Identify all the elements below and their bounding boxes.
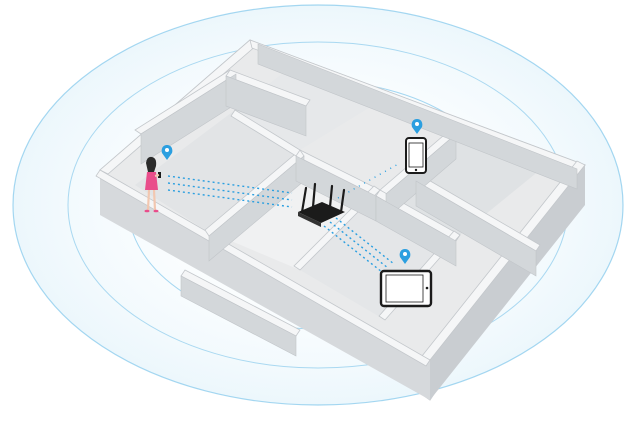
wall-side-7 bbox=[415, 180, 537, 277]
person-leg-left bbox=[146, 189, 151, 211]
person-leg-right bbox=[152, 189, 157, 211]
person-shoe-left bbox=[144, 209, 150, 213]
outer-wall-front-left bbox=[100, 170, 430, 400]
smartphone-button bbox=[414, 168, 418, 172]
person-icon bbox=[144, 156, 161, 213]
router-icon bbox=[298, 182, 346, 227]
smartphone-icon bbox=[405, 137, 427, 174]
outer-wall-front-right bbox=[430, 165, 585, 400]
tablet-icon bbox=[379, 269, 433, 308]
person-arm bbox=[154, 174, 160, 177]
location-pin-icon bbox=[161, 145, 173, 160]
wall-side-2 bbox=[225, 75, 307, 137]
wall-tops bbox=[95, 39, 587, 367]
signal-beam-person bbox=[167, 175, 293, 208]
wall-side-8 bbox=[180, 275, 297, 357]
wall-top-outer-front-left bbox=[95, 169, 431, 367]
tablet-screen bbox=[385, 274, 424, 303]
wall-side-6 bbox=[375, 195, 457, 267]
location-pin-icon bbox=[411, 119, 423, 134]
person-phone bbox=[158, 172, 161, 178]
router-antenna-1 bbox=[300, 186, 308, 214]
person-hair bbox=[146, 156, 157, 172]
router-front bbox=[298, 212, 321, 227]
signal-beams bbox=[167, 162, 401, 273]
router-antenna-2 bbox=[311, 182, 317, 209]
router-antenna-3 bbox=[328, 184, 334, 209]
person-shoe-right bbox=[153, 209, 159, 213]
signal-beam-tablet bbox=[323, 217, 395, 273]
location-pin-icon bbox=[399, 249, 411, 264]
room-floor-left bbox=[135, 110, 300, 230]
smartphone-screen bbox=[408, 142, 424, 168]
router-body bbox=[298, 202, 345, 223]
wall-sides bbox=[140, 43, 578, 357]
tablet-button bbox=[425, 286, 429, 290]
wall-side-9 bbox=[257, 43, 578, 190]
floorplan bbox=[95, 39, 587, 401]
router-antennas bbox=[300, 182, 346, 214]
location-pins bbox=[161, 119, 423, 264]
router-antenna-4 bbox=[339, 188, 346, 214]
person-top bbox=[145, 172, 158, 190]
